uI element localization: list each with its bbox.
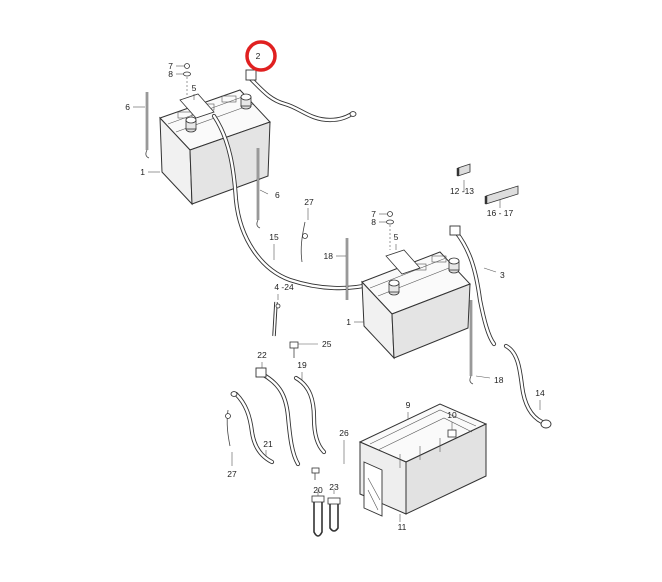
label-1-lower: 1 [346, 317, 351, 327]
label-6-upper-left: 6 [125, 102, 130, 112]
upper-rod-right [256, 148, 261, 229]
clip-part-27-lower [225, 409, 231, 447]
lower-washer [386, 219, 394, 225]
cable-part-14 [503, 343, 552, 429]
clip-part-27-upper [300, 221, 308, 263]
lower-nut [387, 211, 393, 217]
clamp-part-20 [311, 495, 325, 537]
cable-part-3 [449, 225, 497, 347]
lower-hold-down-clamp [385, 249, 421, 275]
strap-part-4-24 [272, 301, 281, 337]
label-1-upper: 1 [140, 167, 145, 177]
upper-battery-terminal-right [240, 93, 252, 110]
cable-part-2 [245, 69, 357, 123]
label-22: 22 [257, 350, 267, 360]
upper-hold-down-clamp [179, 93, 215, 119]
lower-battery-terminal-right [448, 257, 460, 274]
lower-rod-right [469, 300, 474, 385]
upper-battery-terminal-left [185, 116, 197, 133]
support-part-11 [363, 461, 383, 517]
label-10: 10 [447, 410, 457, 420]
lower-battery [345, 211, 474, 385]
clamp-part-23 [327, 497, 341, 532]
label-8-upper: 8 [168, 69, 173, 79]
label-25: 25 [322, 339, 332, 349]
label-7-upper: 7 [168, 61, 173, 71]
label-9: 9 [406, 400, 411, 410]
part-12-13 [456, 163, 471, 177]
part-16-17 [484, 185, 519, 205]
cable-part-21 [230, 391, 275, 465]
label-16-17: 16 - 17 [487, 208, 514, 218]
label-27-upper: 27 [304, 197, 314, 207]
label-5-lower: 5 [394, 232, 399, 242]
label-7-lower: 7 [371, 209, 376, 219]
cable-part-22 [255, 367, 301, 467]
leader-lines [133, 65, 541, 522]
label-19: 19 [297, 360, 307, 370]
lower-battery-terminal-left [388, 279, 400, 296]
label-6-upper-right: 6 [275, 190, 280, 200]
part-labels: 2 7 8 5 6 1 6 12 -13 16 - 17 27 15 7 8 5… [125, 51, 545, 532]
label-18-lower: 18 [494, 375, 504, 385]
label-21: 21 [263, 439, 273, 449]
highlight-callout-ring [245, 40, 277, 72]
bracket-part-10 [447, 429, 457, 438]
label-5-upper: 5 [192, 83, 197, 93]
label-12-13: 12 -13 [450, 186, 474, 196]
upper-rod-left [145, 92, 150, 159]
label-11: 11 [398, 522, 407, 532]
bolt-part-26 [311, 467, 320, 480]
upper-washer [183, 71, 191, 77]
label-26: 26 [339, 428, 349, 438]
label-20: 20 [313, 485, 323, 495]
label-15: 15 [269, 232, 279, 242]
cable-part-15 [211, 113, 375, 291]
label-3: 3 [500, 270, 505, 280]
label-27-lower: 27 [227, 469, 237, 479]
label-23: 23 [329, 482, 339, 492]
label-2: 2 [256, 51, 261, 61]
upper-nut [184, 63, 190, 69]
label-4-24: 4 -24 [274, 282, 294, 292]
label-8-lower: 8 [371, 217, 376, 227]
bolt-part-25 [289, 341, 299, 358]
label-18-upper: 18 [324, 251, 334, 261]
upper-battery [145, 63, 271, 229]
cable-part-19 [293, 375, 327, 455]
label-14: 14 [535, 388, 545, 398]
